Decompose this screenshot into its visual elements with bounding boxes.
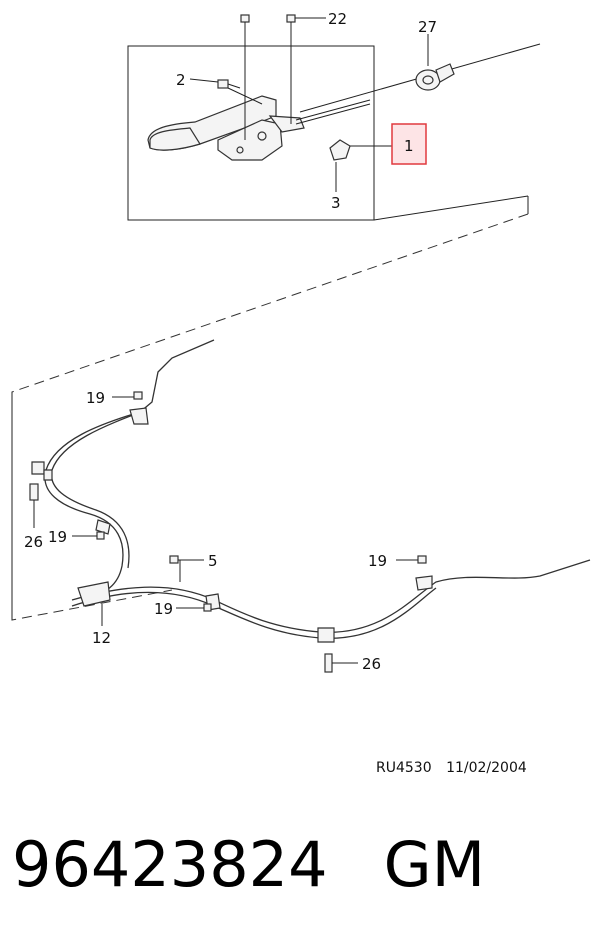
drawing-date: 11/02/2004 [446,760,527,776]
drawing-code: RU4530 [376,760,432,776]
cable-front [44,339,215,597]
drawing-reference: RU4530 11/02/2004 [376,760,537,776]
callout-19-mid: 19 [48,528,67,546]
callout-26-right: 26 [362,655,381,673]
lower-sheet-outline [11,213,529,621]
callout-19-lower: 19 [154,600,173,618]
callout-5: 5 [208,552,218,570]
perspective-line-bottom [373,195,529,221]
callout-12: 12 [92,629,111,647]
callout-3: 3 [331,194,341,212]
part-number: 96423824 [12,828,328,901]
callout-1: 1 [404,137,414,155]
callout-22: 22 [328,10,347,28]
grommet-27 [415,63,455,91]
inset-frame [127,45,375,221]
cable-clips [31,407,433,643]
callout-2: 2 [176,71,186,89]
nut-19-mid [96,531,105,540]
callout-19-top: 19 [86,389,105,407]
bolt-2 [217,79,241,89]
nut-top-left [240,14,250,23]
bolt-26-left [29,483,39,501]
callout-1-box [391,123,427,165]
nut-19-top [133,391,143,400]
cable-rear [71,559,591,639]
nut-22 [286,14,296,23]
part-number-footer: 96423824 GM [12,828,485,901]
brand-name: GM [383,828,486,901]
nut-19-lower [203,603,212,612]
callout-26-left: 26 [24,533,43,551]
callout-19-right: 19 [368,552,387,570]
callout-27: 27 [418,18,437,36]
bolt-26-right [324,653,333,673]
nut-19-right [417,555,427,564]
parking-brake-lever [147,95,371,161]
nut-5 [169,555,179,564]
